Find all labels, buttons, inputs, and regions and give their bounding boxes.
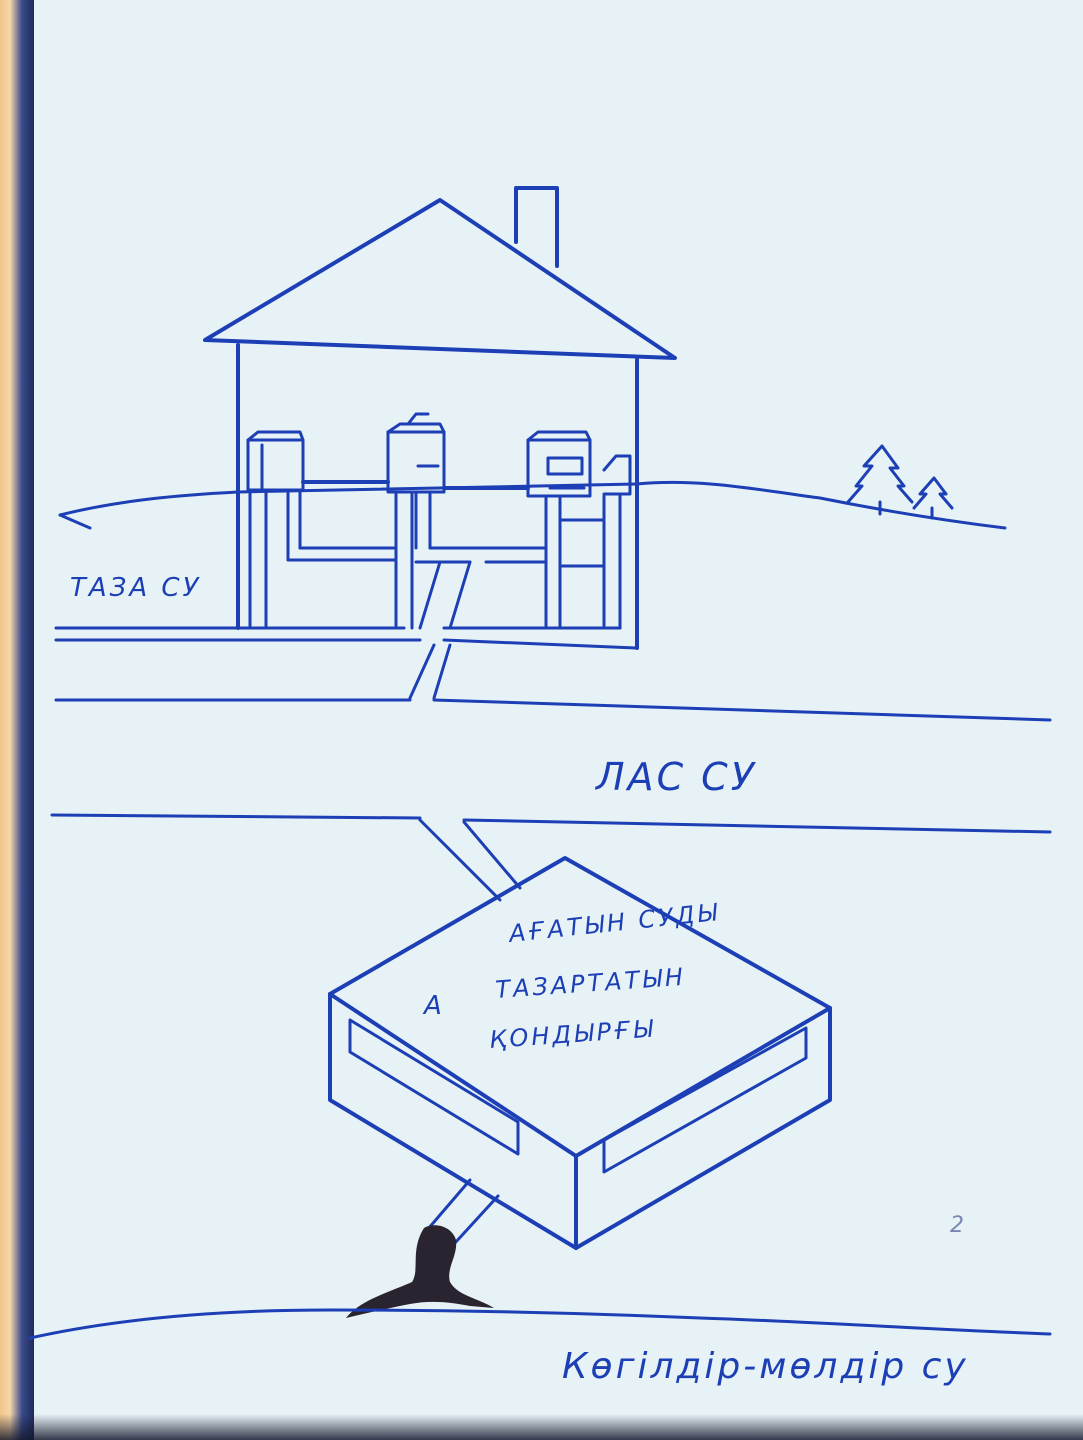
tree-small bbox=[914, 478, 952, 518]
clean-water-label: ТАЗА СУ bbox=[70, 573, 201, 603]
page-number: 2 bbox=[950, 1213, 967, 1238]
sewer-pipe-bottom-right bbox=[464, 820, 1050, 832]
dirty-water-label: ЛАС СУ bbox=[594, 755, 757, 799]
sludge-splash bbox=[346, 1225, 494, 1318]
bottom-shadow bbox=[0, 1414, 1083, 1440]
drain-pipes bbox=[250, 492, 620, 628]
sewer-connector-left bbox=[410, 645, 434, 698]
clean-water-pipe-bottom-right bbox=[444, 640, 637, 648]
appliance-sink bbox=[248, 432, 303, 490]
appliance-toilet bbox=[388, 414, 444, 492]
ground-dip bbox=[60, 515, 90, 528]
sewer-pipe-top-right bbox=[434, 700, 1050, 720]
treatment-plant-title-3: ҚОНДЫРҒЫ bbox=[488, 1014, 656, 1054]
treatment-plant-title-1: АҒАТЫН СУДЫ bbox=[506, 898, 722, 948]
treatment-plant-marker: А bbox=[422, 991, 445, 1021]
treatment-plant-title-2: ТАЗАРТАТЫН bbox=[494, 963, 686, 1004]
ground-line bbox=[60, 482, 1005, 528]
plant-connector-left bbox=[420, 820, 500, 900]
sewer-connector-right bbox=[434, 645, 450, 698]
outflow-pipe-right bbox=[454, 1196, 498, 1244]
sewer-pipe-bottom-left bbox=[52, 815, 420, 818]
river-bed-line bbox=[30, 1310, 1050, 1338]
plant-connector-right bbox=[464, 822, 520, 888]
bottom-caption: Көгілдір-мөлдір су bbox=[562, 1346, 969, 1387]
house-roof bbox=[205, 200, 675, 358]
